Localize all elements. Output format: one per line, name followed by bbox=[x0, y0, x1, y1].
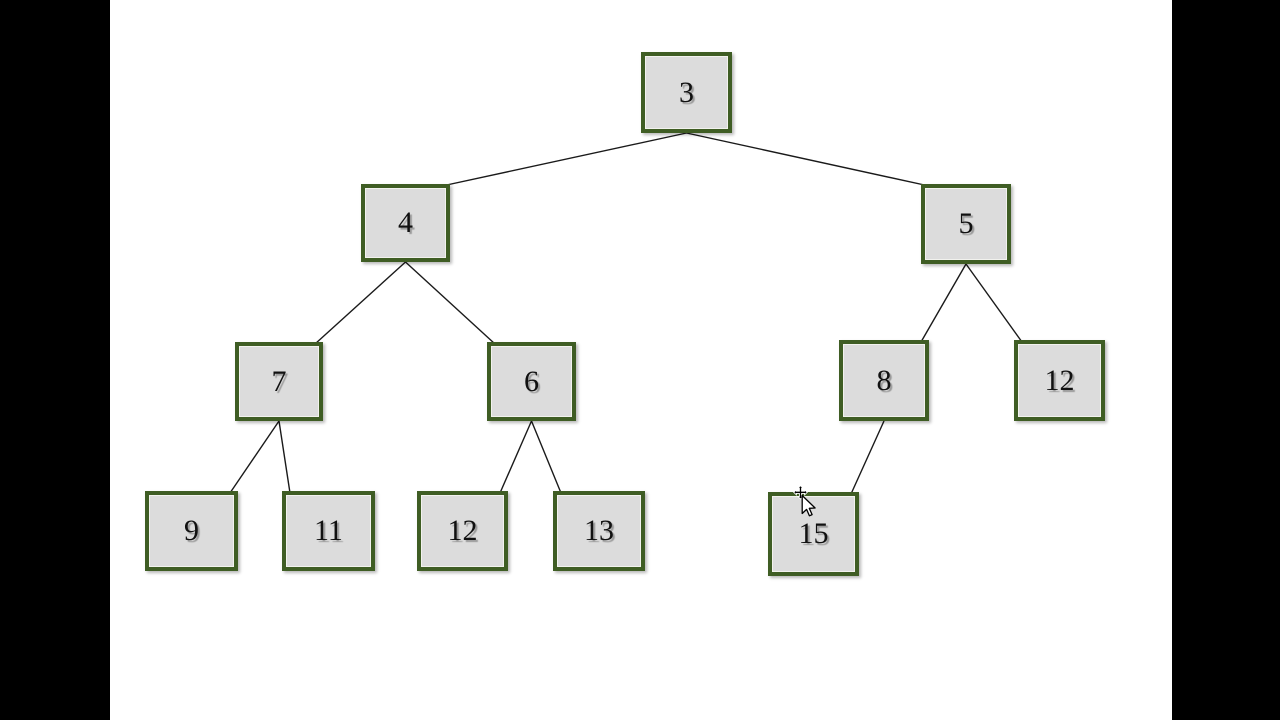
tree-node-4[interactable]: 4 bbox=[361, 184, 450, 262]
tree-node-label: 8 bbox=[876, 363, 892, 397]
tree-node-label: 5 bbox=[958, 207, 974, 240]
tree-node-label: 13 bbox=[584, 514, 614, 547]
tree-edge bbox=[405, 261, 496, 345]
tree-node-label: 6 bbox=[524, 364, 539, 398]
diagram-canvas[interactable]: 3 4 5 7 6 8 12 9 11 12 13 15 bbox=[110, 0, 1172, 720]
tree-node-9[interactable]: 9 bbox=[145, 491, 238, 571]
tree-edge bbox=[314, 261, 406, 345]
tree-edge bbox=[965, 263, 1023, 343]
letterbox-bar-right bbox=[1172, 0, 1280, 720]
tree-node-3[interactable]: 3 bbox=[641, 52, 732, 133]
tree-edge bbox=[499, 420, 533, 494]
tree-edge bbox=[686, 132, 930, 187]
tree-node-6[interactable]: 6 bbox=[487, 342, 576, 421]
tree-node-label: 12 bbox=[1044, 363, 1075, 397]
tree-edge bbox=[441, 132, 687, 187]
tree-edge bbox=[278, 420, 291, 494]
tree-node-label: 3 bbox=[679, 75, 694, 109]
tree-edge bbox=[530, 420, 562, 494]
tree-edge bbox=[920, 263, 967, 343]
tree-node-8[interactable]: 8 bbox=[839, 340, 929, 421]
tree-node-11[interactable]: 11 bbox=[282, 491, 375, 571]
tree-node-label: 4 bbox=[398, 206, 413, 239]
tree-node-label: 9 bbox=[184, 514, 199, 547]
tree-node-label: 12 bbox=[447, 514, 478, 547]
letterbox-bar-left bbox=[0, 0, 110, 720]
tree-edge bbox=[850, 420, 885, 495]
tree-node-7[interactable]: 7 bbox=[235, 342, 323, 421]
tree-edge bbox=[229, 420, 280, 494]
tree-node-12[interactable]: 12 bbox=[417, 491, 508, 571]
tree-node-label: 15 bbox=[798, 517, 829, 550]
tree-node-5[interactable]: 5 bbox=[921, 184, 1011, 264]
tree-node-12[interactable]: 12 bbox=[1014, 340, 1105, 421]
tree-node-label: 7 bbox=[271, 364, 287, 398]
tree-node-label: 11 bbox=[314, 514, 343, 547]
tree-node-13[interactable]: 13 bbox=[553, 491, 645, 571]
tree-node-15[interactable]: 15 bbox=[768, 492, 859, 576]
